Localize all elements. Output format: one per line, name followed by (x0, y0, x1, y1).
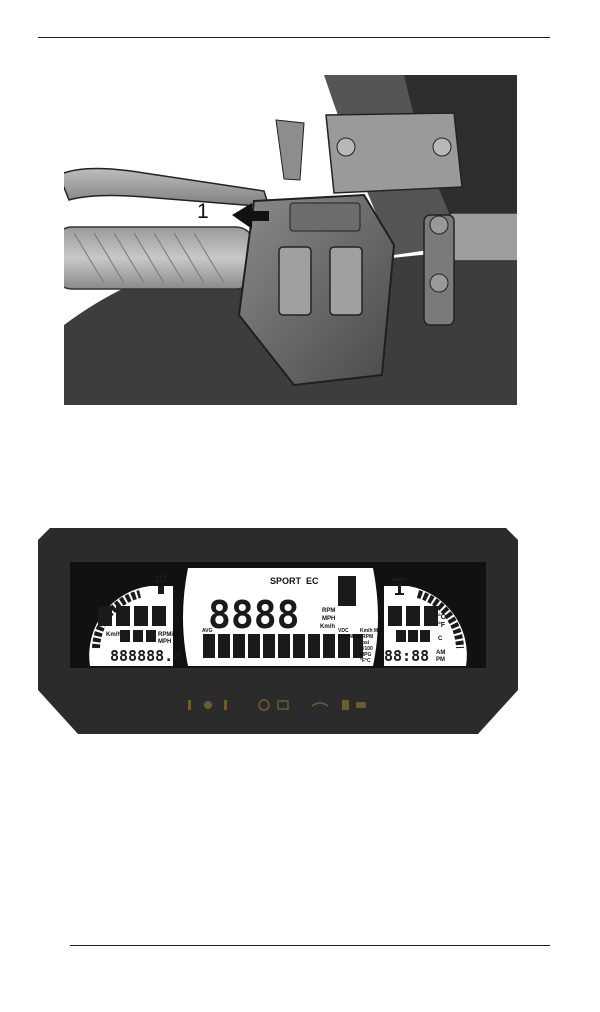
clock-pm: PM (436, 657, 445, 663)
mpg-label: MPG (360, 652, 372, 658)
odo-unit-km: Km (176, 650, 185, 656)
fc-label: °F°C (360, 658, 371, 664)
clock-am: AM (436, 650, 445, 656)
temp-f: °F (438, 621, 446, 629)
vdc-label: VDC (338, 628, 349, 634)
fuel-warning-icon (342, 700, 349, 710)
temp-c: °C (438, 613, 446, 621)
odo-unit-mi: Mi (176, 656, 182, 662)
heated-grip-icon (156, 575, 166, 582)
instrument-cluster: SPORT EC 8888 RPM MPH Km/h Km/h RPMin MP… (38, 528, 518, 734)
l100-label: L/100 (360, 646, 373, 652)
kmh-mi-label: Km/h Mi (360, 628, 380, 634)
avg-label: AVG (202, 628, 213, 634)
engine-icon (356, 702, 366, 708)
gear-n: N (406, 582, 410, 588)
unit-mph: MPH (322, 616, 335, 622)
coolant-icon (395, 583, 404, 595)
heated-seat-icon (392, 578, 406, 581)
rpm-small-label: RPM (362, 634, 373, 640)
unit-kmh: Km/h (320, 624, 335, 630)
brake-icon (258, 699, 270, 711)
unit-rpm: RPM (322, 608, 335, 614)
oil-pressure-icon (311, 702, 329, 707)
warning-lamp-row (188, 699, 366, 711)
top-rule (38, 37, 550, 38)
odometer: 888888.8 (110, 647, 182, 665)
unit-rpmin: RPMin (158, 632, 177, 638)
bottom-rule (70, 945, 550, 946)
mode-sport: SPORT (270, 576, 302, 586)
psi-label: psi (362, 640, 370, 646)
temperature-icon (224, 700, 227, 710)
battery-icon (277, 700, 289, 710)
gear-c: C (438, 636, 443, 642)
headlight-icon (204, 701, 212, 709)
callout-1: 1 (197, 200, 209, 223)
min-label: Min (338, 634, 347, 640)
mode-eco: EC (306, 576, 319, 586)
warning-exclamation-icon (188, 700, 191, 710)
fuel-icon (158, 586, 164, 594)
unit-kmh-left: Km/h (106, 632, 121, 638)
unit-mph-left: MPH (158, 639, 171, 645)
gear-indicator (338, 576, 356, 606)
rpm-display: 8888 (208, 593, 300, 637)
clock: 88:88 (384, 647, 429, 665)
max-label: MAX (349, 634, 361, 640)
handlebar-illustration (64, 75, 517, 405)
